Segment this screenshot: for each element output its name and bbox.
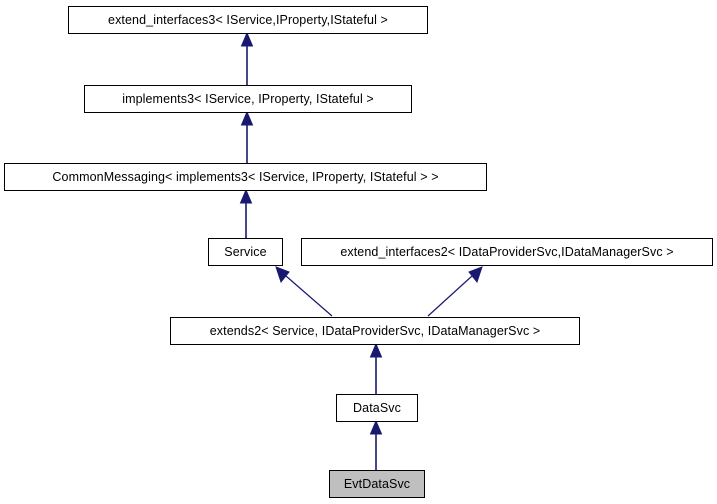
class-node-extends2[interactable]: extends2< Service, IDataProviderSvc, IDa… [170, 317, 580, 345]
edge-service-to-commonmessaging [239, 188, 253, 238]
class-node-label: extend_interfaces2< IDataProviderSvc,IDa… [340, 244, 674, 259]
class-node-extend-interfaces2[interactable]: extend_interfaces2< IDataProviderSvc,IDa… [301, 238, 713, 266]
class-node-label: extends2< Service, IDataProviderSvc, IDa… [209, 323, 541, 338]
edge-evtdatasvc-to-datasvc [369, 419, 383, 470]
edge-extends2-to-service [275, 266, 333, 317]
class-node-label: CommonMessaging< implements3< IService, … [52, 169, 439, 184]
class-node-commonmessaging[interactable]: CommonMessaging< implements3< IService, … [4, 163, 487, 191]
class-node-evtdatasvc[interactable]: EvtDataSvc [329, 470, 425, 498]
class-node-label: implements3< IService, IProperty, IState… [122, 91, 374, 106]
class-node-extend-interfaces3[interactable]: extend_interfaces3< IService,IProperty,I… [68, 6, 428, 34]
class-node-implements3[interactable]: implements3< IService, IProperty, IState… [84, 85, 412, 113]
class-node-service[interactable]: Service [208, 238, 283, 266]
edge-extends2-to-extend-interfaces2 [427, 266, 483, 317]
class-node-label: extend_interfaces3< IService,IProperty,I… [108, 12, 388, 27]
class-node-label: Service [224, 244, 267, 259]
edge-implements3-to-extend-interfaces3 [240, 31, 254, 85]
edge-commonmessaging-to-implements3 [240, 110, 254, 163]
edge-datasvc-to-extends2 [369, 342, 383, 394]
class-node-label: EvtDataSvc [343, 476, 411, 491]
class-node-datasvc[interactable]: DataSvc [336, 394, 418, 422]
class-node-label: DataSvc [353, 400, 401, 415]
